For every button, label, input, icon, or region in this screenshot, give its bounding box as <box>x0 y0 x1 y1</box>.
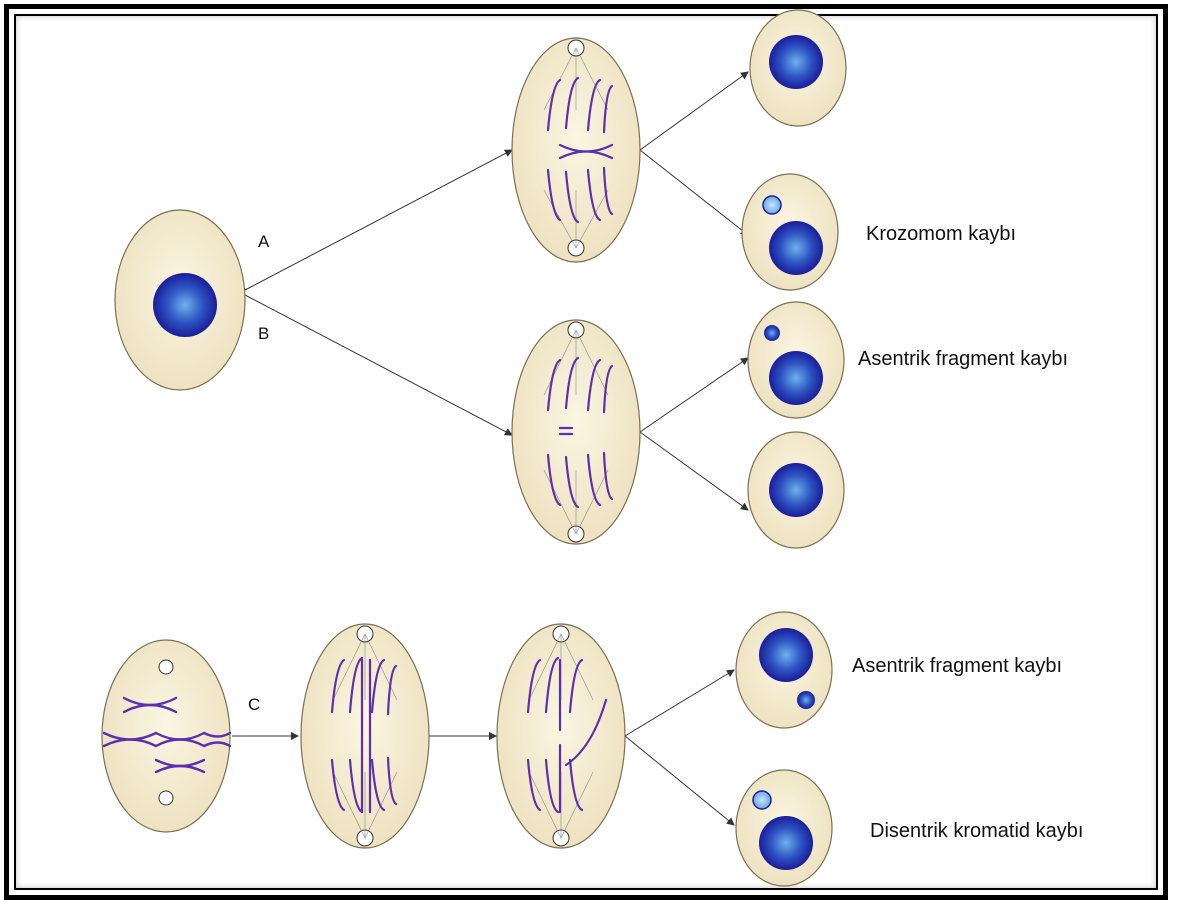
daughter-cell-a-top <box>750 10 846 126</box>
spindle-cell-a <box>512 38 640 262</box>
label-c: C <box>248 695 260 715</box>
arrow-a <box>245 150 512 290</box>
label-dicentric-loss: Disentrik kromatid kaybı <box>870 820 1083 843</box>
daughter-cell-c-top <box>736 612 832 728</box>
arrow-c-top <box>625 670 734 736</box>
label-acentric-loss-c: Asentrik fragment kaybı <box>852 655 1062 678</box>
arrow-a-bottom <box>640 150 748 235</box>
daughter-cell-a-bottom <box>742 174 838 290</box>
spindle-cell-c2 <box>497 624 625 848</box>
spindle-cell-c1 <box>301 624 429 848</box>
arrow-a-top <box>640 72 748 150</box>
label-acentric-loss-b: Asentrik fragment kaybı <box>858 348 1068 371</box>
source-cell <box>115 210 245 390</box>
arrow-c-bottom <box>625 736 734 825</box>
arrow-b-top <box>640 358 748 432</box>
label-chromosome-loss: Krozomom kaybı <box>866 223 1016 246</box>
label-a: A <box>258 232 269 252</box>
arrow-b <box>245 295 512 435</box>
daughter-cell-b-top <box>748 302 844 418</box>
arrow-b-bottom <box>640 432 748 510</box>
source-cell-c <box>102 640 230 832</box>
daughter-cell-b-bottom <box>748 432 844 548</box>
spindle-cell-b <box>512 320 640 544</box>
daughter-cell-c-bottom <box>736 770 832 886</box>
label-b: B <box>258 324 269 344</box>
